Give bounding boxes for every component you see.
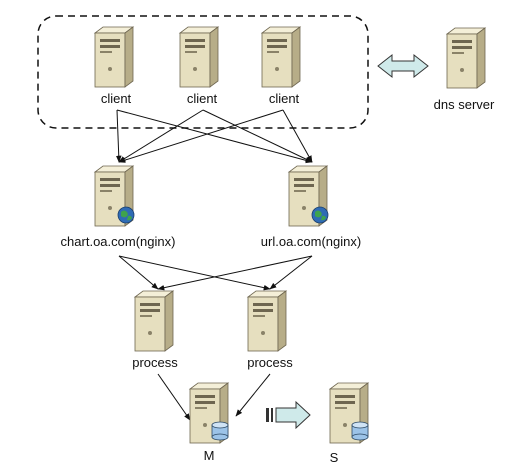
- edge-client2-url: [202, 109, 313, 163]
- client-1-label: client: [100, 91, 132, 106]
- edge-chart-process1: [118, 255, 159, 290]
- master-label: M: [203, 448, 215, 463]
- dns-server-icon: [446, 27, 486, 89]
- edge-chart-process2: [118, 255, 271, 291]
- globe-icon: [311, 206, 329, 224]
- edge-client3-url: [282, 109, 313, 163]
- process-2-label: process: [247, 355, 293, 370]
- edge-client2-chart: [118, 109, 204, 163]
- replication-arrow-icon: [266, 400, 311, 430]
- chart-nginx-web-server-icon: [94, 165, 135, 227]
- globe-icon: [117, 206, 135, 224]
- url-nginx-label: url.oa.com(nginx): [260, 234, 362, 249]
- edge-client1-chart: [115, 109, 122, 163]
- process-1-label: process: [132, 355, 178, 370]
- slave-label: S: [329, 450, 339, 465]
- slave-database-server-icon: [329, 382, 369, 444]
- bidirectional-arrow-icon: [377, 53, 429, 79]
- edge-process2-master: [235, 373, 271, 417]
- edge-url-process1: [157, 255, 313, 291]
- process-2-server-icon: [247, 290, 287, 352]
- chart-nginx-label: chart.oa.com(nginx): [60, 234, 176, 249]
- client-3-server-icon: [261, 26, 301, 88]
- client-2-server-icon: [179, 26, 219, 88]
- database-icon: [351, 421, 369, 441]
- edge-client3-chart: [118, 109, 284, 163]
- master-database-server-icon: [189, 382, 229, 444]
- dns-server-label: dns server: [433, 97, 495, 112]
- url-nginx-web-server-icon: [288, 165, 329, 227]
- client-group-boundary: [37, 15, 369, 129]
- process-1-server-icon: [134, 290, 174, 352]
- database-icon: [211, 421, 229, 441]
- edge-client1-url: [116, 109, 313, 164]
- edge-url-process2: [269, 255, 313, 290]
- connections: [115, 109, 313, 421]
- client-2-label: client: [186, 91, 218, 106]
- edge-process1-master: [157, 373, 191, 421]
- client-1-server-icon: [94, 26, 134, 88]
- client-3-label: client: [268, 91, 300, 106]
